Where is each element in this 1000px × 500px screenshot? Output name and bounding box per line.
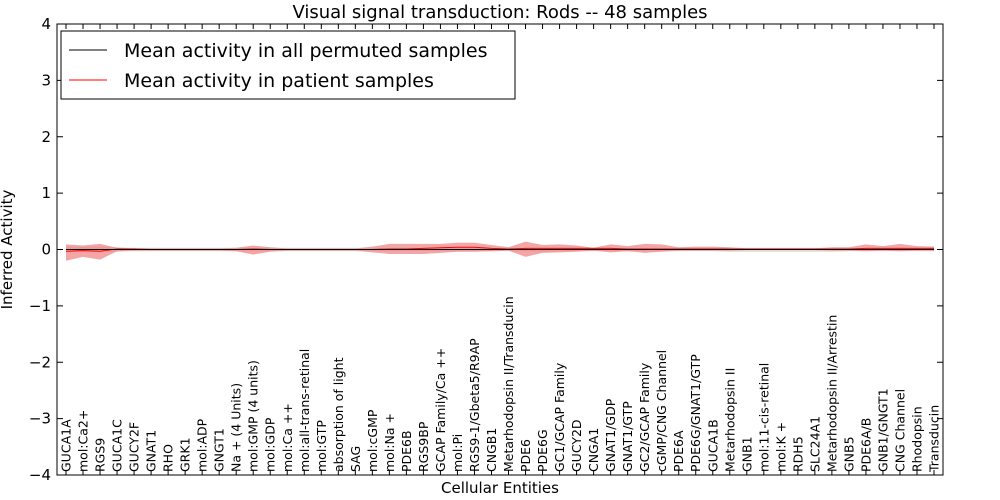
series-lines bbox=[65, 246, 934, 252]
x-tick-label: mol:Ca2+ bbox=[76, 410, 91, 472]
y-tick-label: −3 bbox=[29, 410, 51, 428]
legend: Mean activity in all permuted samples Me… bbox=[60, 30, 516, 100]
x-tick-label: RGS9 bbox=[93, 438, 108, 472]
legend-label-permuted: Mean activity in all permuted samples bbox=[124, 40, 487, 62]
x-tick-label: mol:cGMP bbox=[365, 409, 380, 472]
x-tick-label: mol:Na + bbox=[382, 413, 397, 472]
x-tick-label: PDE6 bbox=[518, 439, 533, 472]
x-tick-label: GUCY2F bbox=[127, 422, 142, 472]
x-tick-label: mol:GTP bbox=[314, 420, 329, 472]
x-tick-label: GC1/GCAP Family bbox=[552, 362, 567, 472]
x-tick-label: RDH5 bbox=[790, 436, 805, 472]
x-tick-label: Metarhodopsin II/Transducin bbox=[501, 296, 516, 472]
x-tick-label: GCAP Family/Ca ++ bbox=[433, 348, 448, 472]
x-tick-label: Rhodopsin bbox=[909, 406, 924, 472]
x-tick-label: mol:all-trans-retinal bbox=[297, 349, 312, 472]
y-tick-label: 4 bbox=[41, 15, 51, 33]
x-tick-label: mol:K + bbox=[773, 422, 788, 472]
y-axis-label: Inferred Activity bbox=[0, 189, 16, 309]
x-tick-label: mol:ADP bbox=[195, 418, 210, 472]
chart-title: Visual signal transduction: Rods -- 48 s… bbox=[292, 2, 707, 23]
x-tick-label: CNG Channel bbox=[892, 389, 907, 472]
x-tick-label: PDE6A bbox=[671, 430, 686, 472]
x-tick-label: CNGA1 bbox=[586, 428, 601, 472]
x-tick-label: RHO bbox=[161, 444, 176, 472]
x-tick-label: PDE6G bbox=[535, 429, 550, 472]
legend-label-patient: Mean activity in patient samples bbox=[124, 70, 434, 92]
y-axis: −4 −3 −2 −1 0 1 2 3 4 bbox=[29, 15, 943, 484]
x-tick-label: GUCA1A bbox=[59, 419, 74, 472]
x-tick-label: GRK1 bbox=[178, 437, 193, 472]
x-tick-label: PDE6A/B bbox=[858, 418, 873, 472]
x-tick-label: GUCA1C bbox=[110, 419, 125, 472]
x-tick-label: GUCY2D bbox=[569, 419, 584, 472]
x-tick-label: GUCA1B bbox=[705, 419, 720, 472]
x-tick-label: mol:GDP bbox=[263, 417, 278, 472]
x-tick-label: GNB1 bbox=[739, 436, 754, 472]
x-tick-label: Transducin bbox=[927, 405, 942, 473]
x-tick-label: GNB5 bbox=[841, 436, 856, 472]
x-tick-label: Metarhodopsin II bbox=[722, 368, 737, 472]
x-tick-label: SAG bbox=[348, 446, 363, 472]
band-patient bbox=[66, 241, 934, 261]
x-axis-label: Cellular Entities bbox=[441, 479, 559, 497]
x-tick-label: mol:11-cis-retinal bbox=[756, 363, 771, 472]
x-tick-label: GNAT1 bbox=[144, 430, 159, 472]
x-tick-label: mol:GMP (4 units) bbox=[246, 360, 261, 472]
x-tick-label: cGMP/CNG Channel bbox=[654, 350, 669, 472]
legend-box bbox=[60, 30, 516, 100]
x-tick-label: GNB1/GNGT1 bbox=[875, 388, 890, 472]
x-tick-label: SLC24A1 bbox=[807, 416, 822, 472]
x-tick-label: GNGT1 bbox=[212, 428, 227, 472]
y-tick-label: 1 bbox=[41, 184, 51, 202]
x-tick-label: PDE6G/GNAT1/GTP bbox=[688, 354, 703, 472]
y-tick-label: −1 bbox=[29, 297, 51, 315]
x-tick-label: RGS9BP bbox=[416, 421, 431, 472]
x-tick-label: absorption of light bbox=[331, 357, 346, 472]
y-tick-label: 0 bbox=[41, 241, 51, 259]
x-tick-label: mol:Ca ++ bbox=[280, 403, 295, 472]
x-tick-label: mol:Pi bbox=[450, 434, 465, 472]
x-tick-label: RGS9-1/Gbeta5/R9AP bbox=[467, 338, 482, 472]
y-tick-label: −4 bbox=[29, 466, 51, 484]
y-tick-label: −2 bbox=[29, 353, 51, 371]
x-tick-label: Metarhodopsin II/Arrestin bbox=[824, 315, 839, 472]
y-tick-label: 2 bbox=[41, 128, 51, 146]
x-tick-label: GC2/GCAP Family bbox=[637, 362, 652, 472]
x-tick-label: PDE6B bbox=[399, 430, 414, 472]
x-tick-label: CNGB1 bbox=[484, 428, 499, 472]
x-tick-label: Na + (4 Units) bbox=[229, 383, 244, 472]
y-tick-label: 3 bbox=[41, 71, 51, 89]
x-tick-label: GNAT1/GDP bbox=[603, 398, 618, 472]
x-tick-label: GNAT1/GTP bbox=[620, 401, 635, 472]
